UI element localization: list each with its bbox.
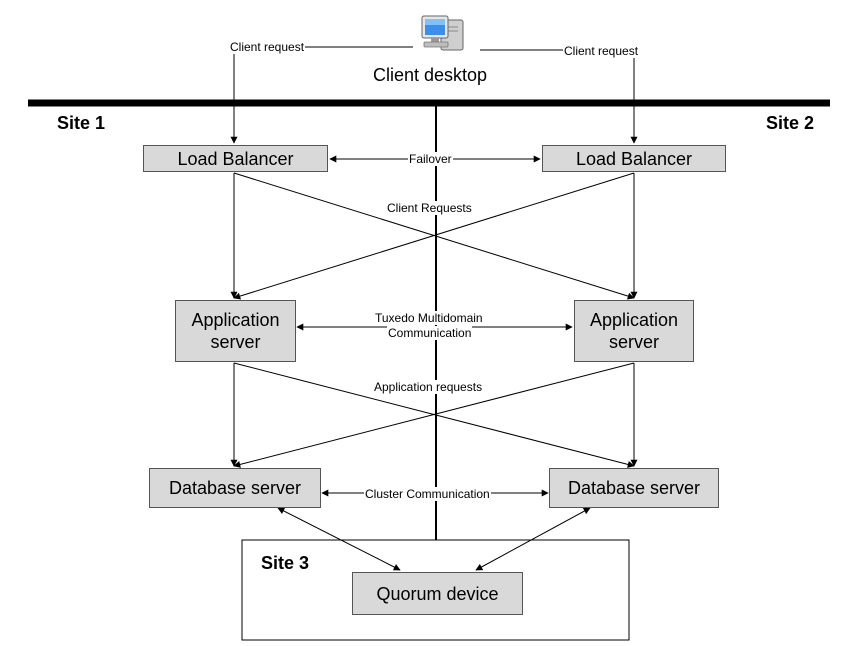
multidomain-label-line2: Communication <box>387 326 473 340</box>
multidomain-label-line1: Tuxedo Multidomain <box>374 311 484 325</box>
lb-right-to-app-left-arrow <box>233 172 635 300</box>
load-balancer-site2: Load Balancer <box>542 145 726 172</box>
client-request-left-label: Client request <box>229 40 306 54</box>
client-request-left-arrow <box>230 46 413 144</box>
database-server-site1: Database server <box>149 468 321 508</box>
site3-label: Site 3 <box>261 553 310 573</box>
application-requests-label: Application requests <box>373 380 484 394</box>
cluster-communication-label: Cluster Communication <box>364 487 491 501</box>
failover-label: Failover <box>408 152 453 166</box>
db-right-to-quorum-arrow <box>475 507 591 571</box>
database-server-site2: Database server <box>549 468 719 508</box>
site2-label: Site 2 <box>766 113 815 133</box>
client-desktop-label: Client desktop <box>373 65 488 85</box>
application-server-site1: Application server <box>175 300 296 362</box>
app-right-to-db-left-arrow <box>233 362 635 468</box>
quorum-device: Quorum device <box>352 572 523 615</box>
client-request-right-arrow <box>480 49 638 144</box>
client-requests-label: Client Requests <box>386 201 473 215</box>
load-balancer-site1: Load Balancer <box>143 145 328 172</box>
client-request-right-label: Client request <box>563 44 640 58</box>
db-left-to-quorum-arrow <box>277 507 401 571</box>
desktop-computer-icon <box>421 15 464 51</box>
application-server-site2: Application server <box>574 300 694 362</box>
site1-label: Site 1 <box>57 113 106 133</box>
